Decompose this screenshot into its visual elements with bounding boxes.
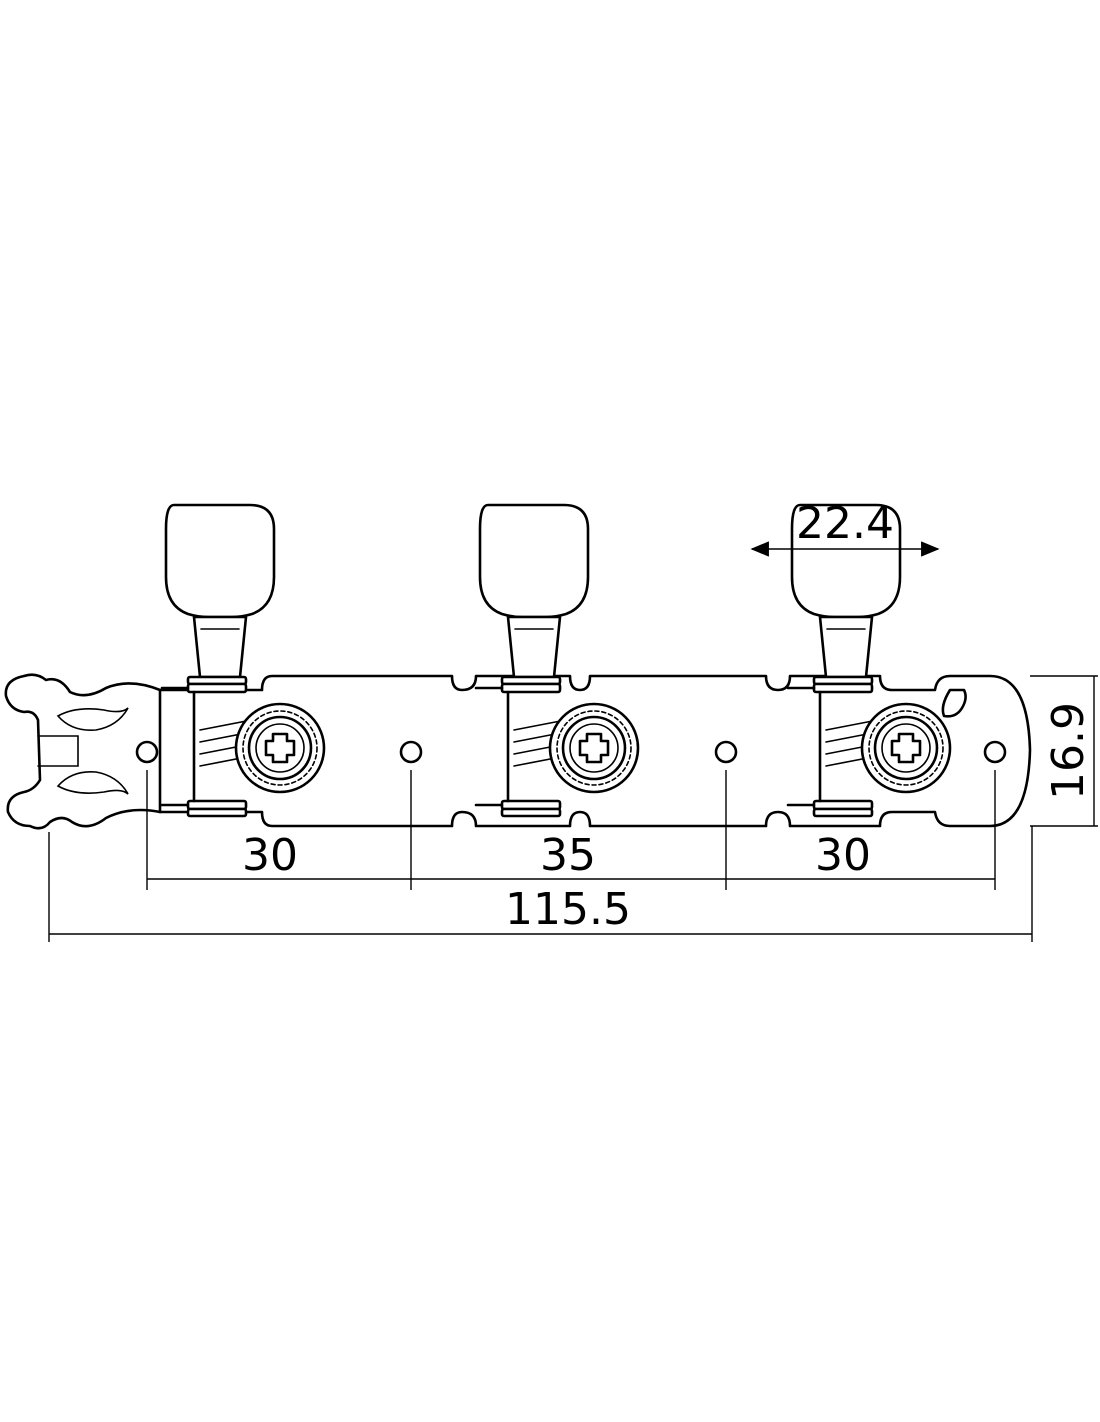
spacing-3-label: 30 <box>815 830 871 881</box>
plate-height-label: 16.9 <box>1043 702 1094 800</box>
tuner-2 <box>474 503 640 818</box>
mounting-hole-icon <box>399 740 423 764</box>
spacing-dimension-line: 30 35 30 <box>146 770 996 890</box>
tuner-3 <box>786 503 952 818</box>
spacing-1-label: 30 <box>242 830 298 881</box>
base-plate <box>158 674 1032 828</box>
overall-length-label: 115.5 <box>505 884 631 935</box>
mounting-hole-icon <box>983 740 1007 764</box>
plate-height-dimension: 16.9 <box>1030 675 1098 827</box>
mounting-hole-icon <box>135 740 159 764</box>
overall-length-dimension: 115.5 <box>48 826 1033 942</box>
lyre-end-icon <box>4 673 162 830</box>
mounting-hole-icon <box>714 740 738 764</box>
knob-width-dimension: 22.4 <box>750 498 940 557</box>
spacing-2-label: 35 <box>540 830 596 881</box>
knob-width-label: 22.4 <box>796 498 894 549</box>
tuner-1 <box>160 503 326 818</box>
